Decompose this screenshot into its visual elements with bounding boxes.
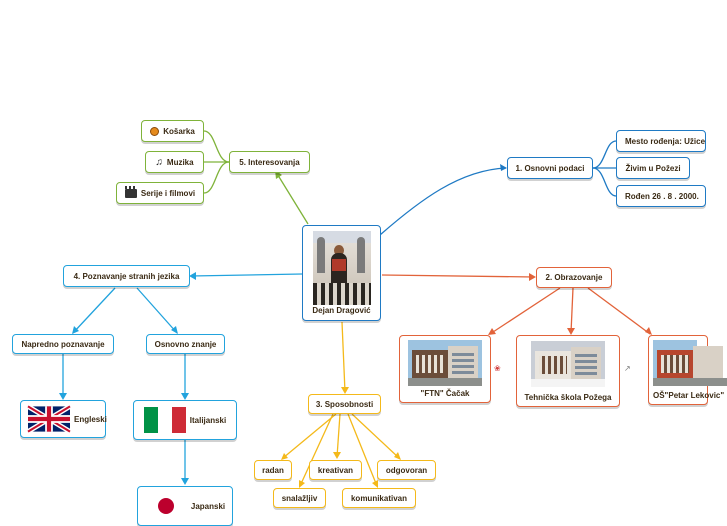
language-italian[interactable]: Italijanski: [133, 400, 237, 440]
muzika-label: Muzika: [166, 157, 194, 167]
arrow-napredno: [72, 326, 79, 334]
odgovoran-label: odgovoran: [385, 465, 428, 475]
skill-radan[interactable]: radan: [254, 460, 292, 480]
subtopic-osnovno[interactable]: Osnovno znanje: [146, 334, 225, 354]
connector-central-sposobnosti: [341, 321, 346, 393]
topic-osnovni-podaci[interactable]: 1. Osnovni podaci: [507, 157, 593, 179]
arrow-radan: [281, 453, 288, 460]
ftn-label: "FTN" Čačak: [420, 389, 470, 398]
connector-jezici-napredno: [72, 287, 116, 334]
connector-central-osnovni: [379, 167, 507, 236]
kreativan-label: kreativan: [317, 465, 354, 475]
arrow-english: [59, 393, 67, 400]
connector-spos-odgovoran: [351, 413, 400, 459]
music-note-icon: ♫: [155, 156, 163, 168]
topic-jezici[interactable]: 4. Poznavanje stranih jezika: [63, 265, 190, 287]
ftn-building-image: [408, 340, 482, 386]
connector-spos-kreativan: [336, 413, 341, 458]
connector-inter-kosarka: [203, 130, 230, 163]
subtopic-zivim[interactable]: Živim u Požezi: [616, 157, 690, 179]
skill-snalazljiv[interactable]: snalažljiv: [273, 488, 326, 508]
topic-interesovanja[interactable]: 5. Interesovanja: [229, 151, 310, 173]
italian-label: Italijanski: [189, 415, 227, 425]
zivim-label: Živim u Požezi: [625, 163, 681, 173]
connector-central-obrazovanje: [381, 274, 535, 278]
napredno-label: Napredno poznavanje: [21, 339, 105, 349]
komunikativan-label: komunikativan: [350, 493, 407, 503]
skill-kreativan[interactable]: kreativan: [309, 460, 362, 480]
obrazovanje-title: 2. Obrazovanje: [545, 273, 603, 282]
italy-flag-icon: [143, 407, 186, 433]
arrow-obrazovanje: [529, 273, 536, 281]
os-building-image: [653, 340, 727, 386]
attachment-icon[interactable]: ❀: [494, 364, 501, 373]
japan-flag-icon: [144, 493, 187, 519]
serije-label: Serije i filmovi: [140, 188, 196, 198]
skill-komunikativan[interactable]: komunikativan: [342, 488, 416, 508]
arrow-sposobnosti: [341, 387, 349, 394]
connector-inter-serije: [203, 161, 230, 194]
connector-obraz-tehnicka: [570, 287, 574, 334]
topic-obrazovanje[interactable]: 2. Obrazovanje: [536, 267, 612, 288]
arrow-komunikativan: [372, 480, 378, 488]
connector-central-interesovanja: [275, 171, 309, 225]
language-english[interactable]: Engleski: [20, 400, 107, 438]
connector-spos-snalazljiv: [299, 413, 334, 487]
subtopic-roden[interactable]: Rođen 26 . 8 . 2000.: [616, 185, 706, 207]
arrow-odgovoran: [394, 452, 401, 460]
arrow-jezici: [189, 272, 196, 280]
subtopic-mesto-rodjenja[interactable]: Mesto rođenja: Užice: [616, 130, 706, 152]
osnovno-label: Osnovno znanje: [154, 339, 217, 349]
arrow-os: [645, 327, 652, 335]
central-topic[interactable]: Dejan Dragović: [302, 225, 381, 321]
tehnicka-building-image: [531, 340, 605, 387]
connector-obraz-ftn: [489, 287, 561, 335]
subtopic-muzika[interactable]: ♫ Muzika: [145, 151, 204, 173]
central-label: Dejan Dragović: [312, 306, 371, 315]
subtopic-serije[interactable]: Serije i filmovi: [116, 182, 204, 204]
arrow-kreativan: [333, 452, 341, 459]
arrow-tehnicka: [567, 328, 575, 335]
subtopic-kosarka[interactable]: Košarka: [141, 120, 204, 142]
osnovni-title: 1. Osnovni podaci: [515, 163, 585, 173]
tehnicka-label: Tehnička škola Požega: [524, 392, 612, 402]
os-label: OŠ"Petar Lekovic": [653, 391, 725, 400]
japanese-label: Japanski: [190, 501, 226, 511]
school-os[interactable]: OŠ"Petar Lekovic": [648, 335, 727, 405]
school-ftn[interactable]: "FTN" Čačak: [399, 335, 491, 403]
arrow-snalazljiv: [299, 480, 305, 488]
topic-sposobnosti[interactable]: 3. Sposobnosti: [308, 394, 381, 414]
connector-central-jezici: [190, 273, 303, 277]
connector-spos-radan: [282, 413, 337, 459]
jezici-title: 4. Poznavanje stranih jezika: [73, 271, 180, 281]
connector-jezici-osnovno: [136, 287, 178, 334]
roden-label: Rođen 26 . 8 . 2000.: [625, 191, 699, 201]
language-japanese[interactable]: Japanski: [137, 486, 233, 526]
connector-spos-komunikativan: [347, 413, 378, 487]
english-label: Engleski: [74, 414, 107, 424]
profile-photo: [312, 231, 371, 305]
connector-obraz-os: [587, 287, 651, 335]
connector-osnovni-roden: [592, 167, 617, 197]
radan-label: radan: [262, 465, 284, 475]
arrow-ftn: [488, 328, 496, 335]
uk-flag-icon: [26, 404, 72, 434]
arrow-osnovni: [500, 164, 507, 171]
kosarka-label: Košarka: [163, 126, 195, 136]
mesto-label: Mesto rođenja: Užice: [625, 136, 706, 146]
snalazljiv-label: snalažljiv: [281, 493, 318, 503]
clapperboard-icon: [124, 185, 137, 198]
arrow-osnovno: [171, 326, 178, 334]
skill-odgovoran[interactable]: odgovoran: [377, 460, 436, 480]
connector-lines: [59, 130, 652, 488]
basketball-icon: [150, 126, 160, 136]
interesovanja-title: 5. Interesovanja: [239, 157, 300, 167]
school-tehnicka[interactable]: Tehnička škola Požega: [516, 335, 620, 407]
arrow-japanese: [181, 478, 189, 485]
connector-osnovni-mesto: [592, 140, 617, 169]
sposobnosti-title: 3. Sposobnosti: [315, 399, 374, 409]
external-link-icon[interactable]: ↗: [624, 364, 631, 373]
subtopic-napredno[interactable]: Napredno poznavanje: [12, 334, 114, 354]
arrow-italian: [181, 393, 189, 400]
